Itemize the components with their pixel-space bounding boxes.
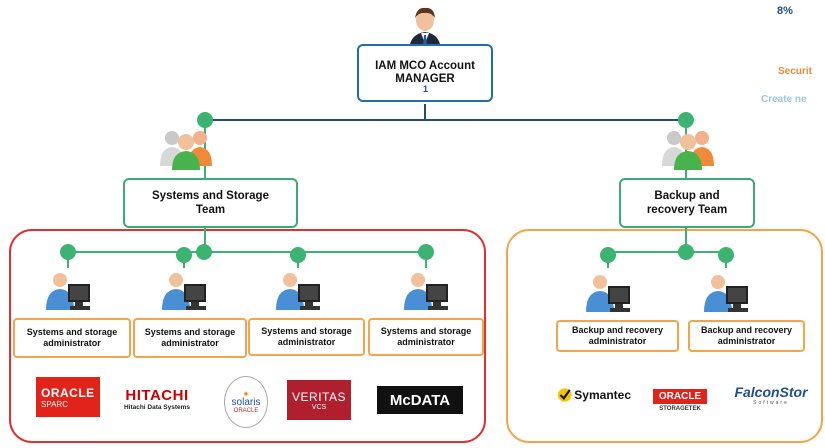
solaris-logo-sub: ORACLE: [233, 407, 259, 414]
mcdata-logo: McDATA: [377, 386, 463, 414]
solaris-logo-main: solaris: [231, 396, 261, 408]
solaris-logo: ✺ solaris ORACLE: [224, 376, 268, 428]
symantec-logo-main: Symantec: [574, 388, 631, 402]
oracle-storagetek-logo-main: ORACLE: [652, 388, 708, 404]
connector-nodes: [60, 112, 734, 263]
systems-team-box[interactable]: Systems and Storage Team: [123, 178, 298, 228]
systems-admin-box-2[interactable]: Systems and storage administrator: [133, 318, 247, 358]
hitachi-logo-sub: Hitachi Data Systems: [123, 404, 191, 411]
create-label: Create ne: [761, 94, 807, 105]
systems-region: [9, 229, 486, 443]
oracle-storagetek-logo-sub: STORAGETEK: [659, 405, 701, 412]
sun-rays-icon: ✺: [243, 391, 249, 398]
security-label: Securit: [778, 66, 812, 77]
team-group-icon: [662, 131, 714, 170]
manager-marker: 1: [423, 84, 429, 94]
falconstor-logo: FalconStor Software: [730, 378, 812, 412]
systems-admin-box-4[interactable]: Systems and storage administrator: [368, 318, 484, 356]
systems-admin-box-1[interactable]: Systems and storage administrator: [13, 318, 131, 358]
hitachi-logo: HITACHI Hitachi Data Systems: [117, 381, 197, 417]
oracle-sparc-logo-sub: SPARC: [41, 399, 68, 409]
admin-computer-icon: [46, 273, 90, 310]
falconstor-logo-main: FalconStor: [734, 384, 808, 400]
oracle-storagetek-logo: ORACLE STORAGETEK: [649, 383, 711, 417]
falconstor-logo-sub: Software: [753, 400, 789, 406]
mcdata-logo-main: McDATA: [389, 391, 451, 409]
veritas-logo: VERITAS VCS: [287, 380, 351, 420]
admin-computer-icon: [276, 273, 320, 310]
veritas-logo-sub: VCS: [311, 403, 327, 411]
systems-admin-box-3[interactable]: Systems and storage administrator: [248, 318, 365, 356]
oracle-sparc-logo-main: ORACLE: [41, 385, 95, 400]
hitachi-logo-main: HITACHI: [125, 387, 189, 404]
backup-admin-box-2[interactable]: Backup and recovery administrator: [688, 320, 805, 352]
admin-computer-icon: [704, 275, 748, 312]
symantec-logo: Symantec: [557, 382, 631, 408]
backup-admin-box-1[interactable]: Backup and recovery administrator: [556, 320, 679, 352]
manager-title-line1: IAM MCO Account: [375, 60, 475, 72]
admin-computer-icon: [162, 273, 206, 310]
admin-computer-icon: [404, 273, 448, 310]
backup-team-box[interactable]: Backup and recovery Team: [619, 178, 755, 228]
oracle-sparc-logo: ORACLE SPARC: [36, 377, 100, 417]
team-group-icon: [160, 131, 212, 170]
veritas-logo-main: VERITAS: [292, 389, 346, 404]
manager-title-line2: MANAGER: [395, 73, 455, 85]
manager-box[interactable]: IAM MCO Account MANAGER 1: [357, 44, 493, 102]
admin-computer-icon: [586, 275, 630, 312]
symantec-check-icon: [557, 388, 572, 402]
percent-label: 8%: [777, 5, 793, 17]
